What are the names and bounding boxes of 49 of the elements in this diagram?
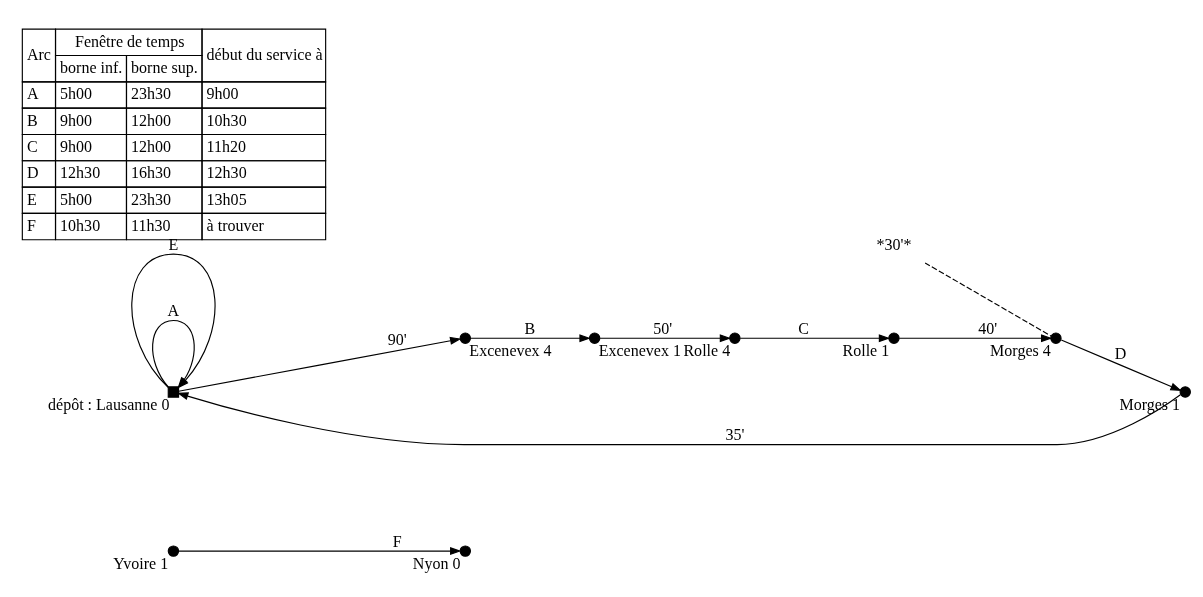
label: 12h30 xyxy=(60,163,101,181)
label: 5h00 xyxy=(60,84,93,102)
edge-label: 90' xyxy=(387,330,407,348)
label: 9h00 xyxy=(60,111,93,129)
edge-label: E xyxy=(168,235,179,253)
label: Fenêtre de temps xyxy=(74,32,185,50)
edge-label: B xyxy=(524,319,536,337)
label: 11h30 xyxy=(131,216,171,234)
label: 9h00 xyxy=(60,137,93,155)
label: borne sup. xyxy=(131,58,198,76)
edge-label: C xyxy=(798,319,809,337)
label: 12h00 xyxy=(131,111,172,129)
label: D xyxy=(26,163,39,181)
label: 12h30 xyxy=(206,163,247,181)
node-text: *30'* xyxy=(876,235,912,253)
edge-label: D xyxy=(1114,344,1127,362)
label: Arc xyxy=(26,45,51,63)
edge-label: A xyxy=(167,301,180,319)
label: à trouver xyxy=(206,216,264,234)
node-label: Morges 4 xyxy=(990,341,1051,359)
label: début du service à xyxy=(206,45,323,63)
node-label: Excenevex 4 xyxy=(469,341,552,359)
label: 12h00 xyxy=(131,137,172,155)
label: B xyxy=(26,111,38,129)
label: 16h30 xyxy=(131,163,172,181)
label: F xyxy=(26,216,36,234)
label: 5h00 xyxy=(60,190,93,208)
edge-label: 40' xyxy=(978,319,998,337)
label: C xyxy=(26,137,38,155)
node-label: Nyon 0 xyxy=(412,554,461,572)
edge-label: F xyxy=(392,532,402,550)
node-label: dépôt : Lausanne 0 xyxy=(48,395,170,413)
label: 9h00 xyxy=(206,84,239,102)
label: 13h05 xyxy=(206,190,247,208)
node-label: Rolle 4 xyxy=(683,341,731,359)
node-label: Yvoire 1 xyxy=(113,554,169,572)
edge-label: 50' xyxy=(653,319,673,337)
node-label: Excenevex 1 xyxy=(598,341,681,359)
label: borne inf. xyxy=(60,58,123,76)
label: A xyxy=(26,84,39,102)
label: 10h30 xyxy=(60,216,101,234)
edge-label: 35' xyxy=(725,425,745,443)
label: 23h30 xyxy=(131,84,172,102)
label: 23h30 xyxy=(131,190,172,208)
label: E xyxy=(26,190,37,208)
node-label: Rolle 1 xyxy=(842,341,890,359)
label: 11h20 xyxy=(206,137,247,155)
node-label: Morges 1 xyxy=(1119,395,1181,413)
label: 10h30 xyxy=(206,111,247,129)
